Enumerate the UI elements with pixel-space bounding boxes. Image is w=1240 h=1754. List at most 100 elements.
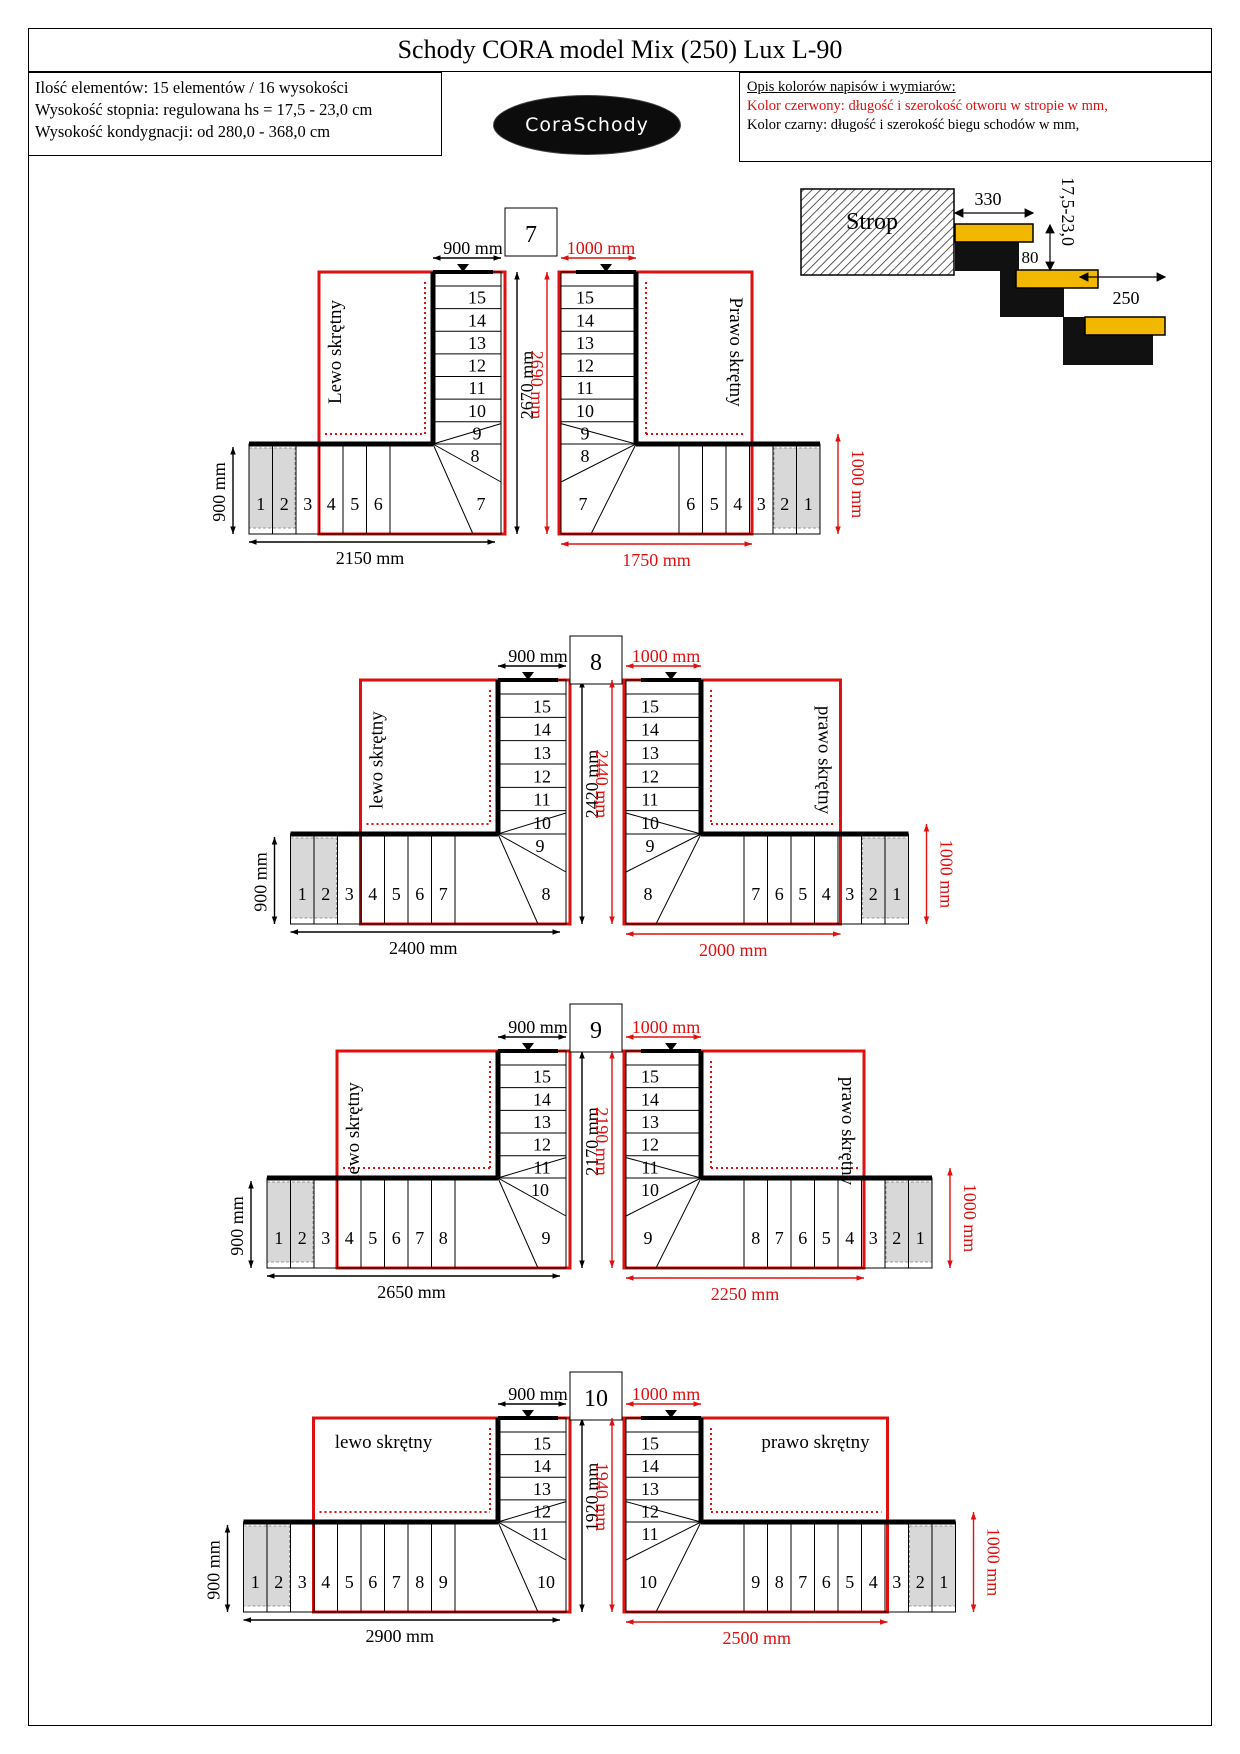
step-number: 11 xyxy=(468,378,485,398)
step-number: 3 xyxy=(892,1572,901,1592)
dim-width-left xyxy=(498,1401,566,1407)
dim-bottom-left xyxy=(243,1617,560,1623)
step-number: 2 xyxy=(869,884,878,904)
step-number: 6 xyxy=(368,1572,377,1592)
step-number: 4 xyxy=(845,1228,854,1248)
arrow-up-icon xyxy=(522,1410,534,1418)
step-number: 2 xyxy=(321,884,330,904)
dim-side-right xyxy=(835,434,841,534)
step-number: 14 xyxy=(576,310,594,330)
step-number: 14 xyxy=(533,720,551,740)
step-number: 12 xyxy=(533,1501,551,1521)
step-number: 5 xyxy=(822,1228,831,1248)
vertical-flight-right xyxy=(560,271,637,445)
dim-bottom-left-label: 2900 mm xyxy=(365,1626,434,1646)
winder-line xyxy=(497,1177,539,1269)
step-number: 13 xyxy=(533,1479,551,1499)
dim-bottom-left-label: 2650 mm xyxy=(377,1282,446,1302)
diagram-id-box xyxy=(569,1371,623,1421)
step-number: 15 xyxy=(533,1067,551,1087)
dim-width-right xyxy=(626,1034,701,1040)
diagram-id-box xyxy=(569,635,623,685)
tread-dim: 330 xyxy=(975,189,1002,209)
dim-width-right xyxy=(626,663,701,669)
step-number: 3 xyxy=(757,494,766,514)
step-number: 4 xyxy=(822,884,831,904)
step-number: 1 xyxy=(939,1572,948,1592)
step-number: 13 xyxy=(641,743,659,763)
rise-dim: 17,5-23,0 xyxy=(1058,177,1078,246)
dim-bottom-right xyxy=(561,541,752,547)
dim-side-left-label: 900 mm xyxy=(209,462,229,522)
winder-line xyxy=(497,1521,567,1561)
step-number: 10 xyxy=(641,1180,659,1200)
winder-line xyxy=(625,1521,702,1561)
step-number: 11 xyxy=(641,1524,658,1544)
winder-line xyxy=(497,1521,539,1613)
winder-line xyxy=(432,443,502,483)
step-number: 8 xyxy=(439,1228,448,1248)
step-number: 4 xyxy=(321,1572,330,1592)
step-number: 6 xyxy=(775,884,784,904)
step-number: 15 xyxy=(641,1434,659,1454)
step-number: 3 xyxy=(303,494,312,514)
dim-length-red-label: 2440 mm xyxy=(592,750,612,819)
step-number: 9 xyxy=(536,836,545,856)
info-box: Ilość elementów: 15 elementów / 16 wysok… xyxy=(28,72,442,156)
step-number: 4 xyxy=(733,494,742,514)
page-title: Schody CORA model Mix (250) Lux L-90 xyxy=(28,28,1212,72)
dim-side-left xyxy=(224,1525,231,1612)
step-number: 7 xyxy=(415,1228,424,1248)
step-number: 4 xyxy=(869,1572,878,1592)
legend-heading: Opis kolorów napisów i wymiarów: xyxy=(747,79,956,95)
step-number: 1 xyxy=(804,494,813,514)
diagram-id: 7 xyxy=(525,222,537,248)
step-number: 14 xyxy=(641,720,659,740)
right-turn-label: prawo skrętny xyxy=(814,706,835,815)
bottom-flight-left xyxy=(266,1177,567,1269)
dim-width-left-label: 900 mm xyxy=(508,646,568,666)
step-number: 15 xyxy=(641,696,659,716)
tread-board xyxy=(954,223,1034,243)
step-number: 11 xyxy=(533,1157,550,1177)
step-number: 12 xyxy=(641,1501,659,1521)
step-number: 15 xyxy=(641,1067,659,1087)
step-number: 14 xyxy=(641,1089,659,1109)
arrow-up-icon xyxy=(522,1043,534,1051)
dim-length-black-label: 2670 mm xyxy=(517,351,537,420)
step-number: 12 xyxy=(468,356,486,376)
step-number: 10 xyxy=(468,401,486,421)
dim-length-black xyxy=(579,1051,585,1268)
dim-side-left-label: 900 mm xyxy=(251,852,271,912)
winder-line xyxy=(655,1177,702,1269)
step-number: 3 xyxy=(845,884,854,904)
dim-side-right xyxy=(947,1168,953,1268)
dim-length-red xyxy=(609,1051,615,1268)
step-number: 6 xyxy=(374,494,383,514)
dim-length-black-label: 1920 mm xyxy=(582,1463,602,1532)
step-number: 14 xyxy=(641,1456,659,1476)
winder-line xyxy=(655,1521,702,1613)
vertical-flight-right xyxy=(625,1050,702,1179)
step-number: 10 xyxy=(533,813,551,833)
diagram-id: 9 xyxy=(590,1018,602,1044)
step-number: 13 xyxy=(576,333,594,353)
step-number: 7 xyxy=(751,884,760,904)
step-number: 11 xyxy=(576,378,593,398)
step-number: 9 xyxy=(581,423,590,443)
winder-line xyxy=(625,1501,702,1523)
arrow-up-icon xyxy=(665,672,677,680)
step-number: 5 xyxy=(798,884,807,904)
dim-bottom-right xyxy=(626,931,841,937)
step-number: 4 xyxy=(327,494,336,514)
step-number: 2 xyxy=(916,1572,925,1592)
dim-bottom-left xyxy=(267,1273,560,1279)
step-number: 11 xyxy=(531,1524,548,1544)
winder-line xyxy=(625,833,702,873)
cora-logo: CoraSchody xyxy=(494,96,680,154)
dim-width-left-label: 900 mm xyxy=(508,1017,568,1037)
diagram-id-box xyxy=(504,207,558,257)
dim-width-right xyxy=(626,1401,701,1407)
dim-length-red xyxy=(544,272,550,534)
dim-width-right-label: 1000 mm xyxy=(632,1384,701,1404)
